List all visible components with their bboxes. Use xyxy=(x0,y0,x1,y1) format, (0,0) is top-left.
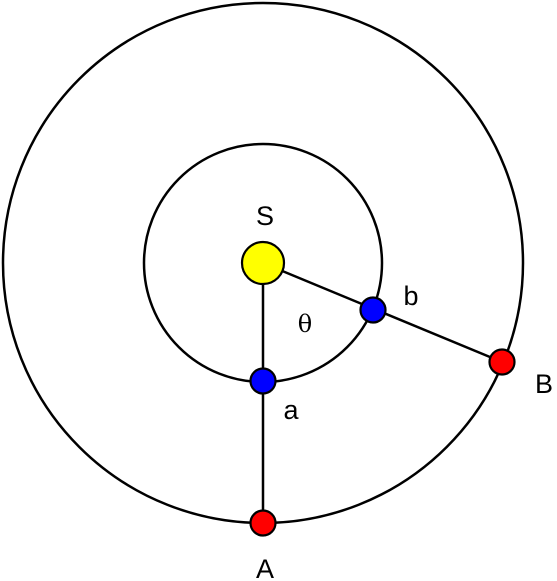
label-angle-theta: θ xyxy=(298,310,312,338)
label-inner-a: a xyxy=(283,395,299,425)
label-outer-A: A xyxy=(256,554,274,581)
inner-planet-b xyxy=(359,296,387,324)
sun xyxy=(240,240,286,286)
outer-planet-B xyxy=(488,348,516,376)
inner-planet-a xyxy=(249,367,277,395)
label-sun: S xyxy=(256,201,274,231)
outer-planet-A xyxy=(249,509,277,537)
label-outer-B: B xyxy=(535,369,553,399)
label-inner-b: b xyxy=(403,281,418,311)
